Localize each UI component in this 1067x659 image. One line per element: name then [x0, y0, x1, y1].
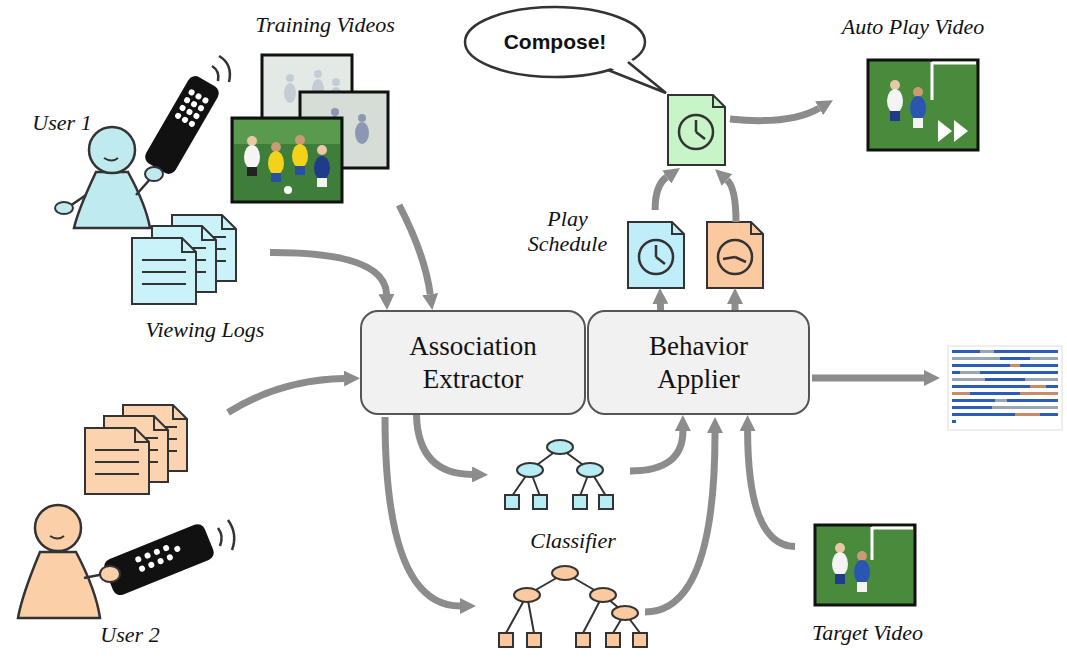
caption-text: Target Video	[795, 620, 940, 645]
flow-arrow	[730, 108, 819, 120]
process-box: Association Extractor	[360, 310, 586, 415]
box-label: Behavior Applier	[614, 330, 784, 395]
label-holder: User 1	[26, 110, 98, 135]
video-thumbnail: Target Video	[795, 520, 942, 652]
user-figure: User 2	[10, 400, 228, 650]
caption-text: Compose!	[467, 29, 643, 54]
flow-arrow	[748, 431, 795, 546]
caption-text: Viewing Logs	[142, 317, 268, 342]
flow-arrow	[655, 177, 667, 210]
flow-arrow	[417, 415, 473, 475]
box-label: Association Extractor	[388, 330, 558, 395]
schedule-icon	[628, 95, 763, 288]
caption-text: Play Schedule	[515, 206, 620, 257]
classifier-tree	[499, 566, 647, 647]
figure-label: User 1	[26, 110, 98, 135]
caption-text: User 2	[90, 622, 170, 647]
classifier-tree	[505, 440, 613, 509]
speech-bubble: Compose!	[460, 5, 730, 168]
flow-arrow	[270, 252, 387, 294]
video-thumbnail	[815, 525, 915, 605]
user-figure	[18, 505, 234, 618]
caption-text: Auto Play Video	[833, 14, 993, 39]
log-documents	[132, 215, 236, 304]
result-chart	[948, 346, 1062, 430]
speech-bubble-outline	[460, 5, 730, 168]
bubble-tail	[606, 58, 666, 93]
video-stack: Training Videos	[230, 10, 420, 205]
flow-arrow	[228, 379, 344, 413]
bubble-tail	[608, 62, 666, 93]
flow-arrow	[630, 431, 683, 471]
log-documents: Viewing Logs	[128, 212, 270, 347]
caption-text: Training Videos	[239, 12, 411, 37]
flow-arrow	[399, 205, 430, 294]
caption-text: Classifier	[518, 528, 628, 553]
log-documents	[85, 405, 187, 494]
user-figure	[55, 56, 230, 228]
video-thumbnail	[868, 60, 978, 150]
schedule-icons: Play Schedule	[515, 210, 767, 288]
video-frames	[232, 55, 388, 202]
process-box: Behavior Applier	[587, 310, 810, 415]
classifier-tree: Classifier	[488, 438, 630, 560]
video-thumbnail: Auto Play Video	[833, 12, 995, 152]
